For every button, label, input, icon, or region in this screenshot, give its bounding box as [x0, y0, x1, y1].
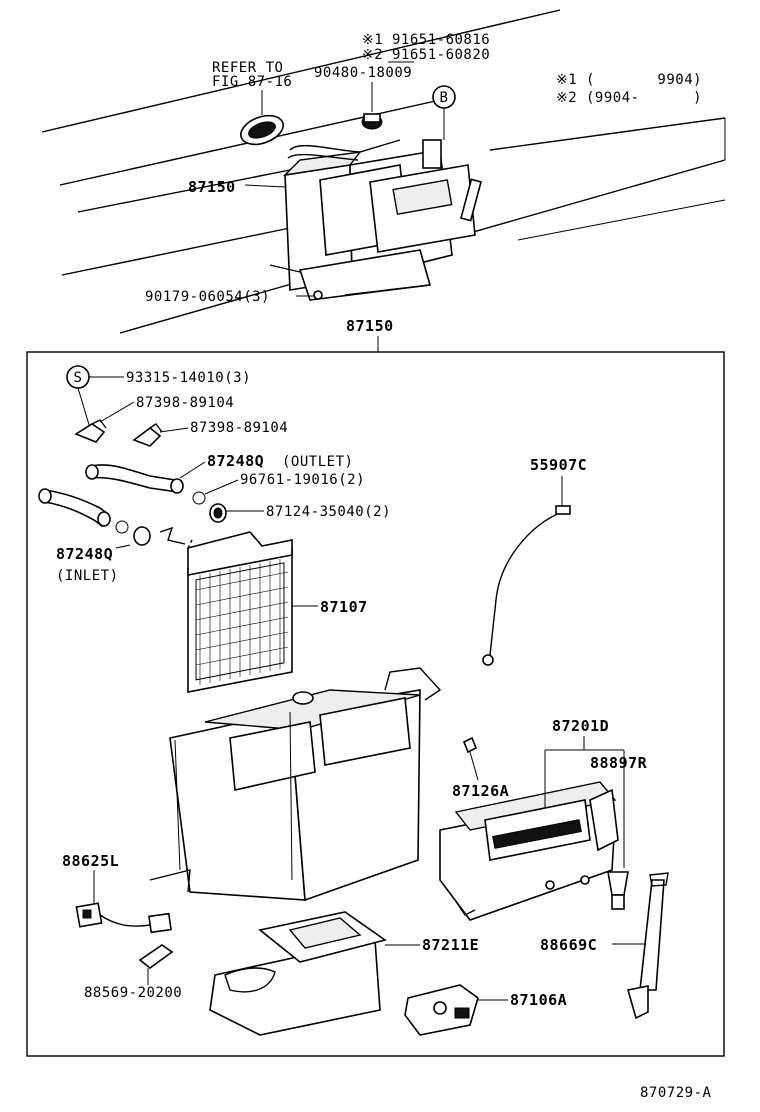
note2-part-number: 91651-60820	[392, 47, 490, 63]
refer-to-line1: REFER TO	[212, 60, 283, 76]
harness-clamp-part-number: 88569-20200	[84, 985, 182, 1001]
heater-case-icon	[149, 667, 442, 902]
clamp1-part-number: 87398-89104	[136, 395, 234, 411]
damper-part-number: 87201D	[552, 717, 609, 735]
servo-motor-icon	[404, 984, 508, 1036]
bolt-icon	[361, 82, 383, 130]
refer-to-line2: FIG 87-16	[212, 74, 292, 90]
bolt-part-number: 90480-18009	[314, 65, 412, 81]
legend1-mark: ※1	[556, 72, 577, 88]
clip-icon	[462, 736, 479, 781]
outlet-hose-part-number: 87248Q	[207, 452, 264, 470]
inlet-hose-icon	[38, 488, 193, 549]
legend2-mark: ※2	[556, 90, 577, 106]
joint-icon	[607, 871, 629, 910]
sensor-part-number: 88625L	[62, 852, 119, 870]
note1-mark: ※1	[362, 32, 383, 48]
grommet-icon	[240, 90, 284, 146]
oring-part-number: 96761-19016(2)	[240, 472, 365, 488]
control-cable-icon	[482, 476, 571, 666]
hose-clamp-icon	[209, 503, 264, 523]
drain-hose-icon	[612, 872, 669, 1020]
inlet-hose-part-number: 87248Q	[56, 545, 113, 563]
heater-unit-installed	[244, 139, 482, 301]
lower-case-icon	[209, 911, 420, 1036]
unit-part-number: 87150	[188, 178, 236, 196]
joint-part-number: 88897R	[590, 754, 648, 772]
lower-case-part-number: 87211E	[422, 936, 479, 954]
clamp3-part-number: 87124-35040(2)	[266, 504, 391, 520]
damper-housing-icon	[439, 749, 625, 921]
servo-part-number: 87106A	[510, 991, 567, 1009]
cable-part-number: 55907C	[530, 456, 587, 474]
legend1-text: ( 9904)	[586, 72, 702, 88]
drain-part-number: 88669C	[540, 936, 597, 954]
clamp-icon	[132, 423, 189, 447]
core-part-number: 87107	[320, 598, 368, 616]
circle-b-marker: B	[432, 85, 456, 140]
note2-mark: ※2	[362, 47, 383, 63]
heater-core-icon	[187, 531, 318, 693]
sensor-icon	[75, 870, 172, 934]
screw-part-number: 90179-06054(3)	[145, 289, 270, 305]
harness-clamp-icon	[138, 944, 174, 985]
outlet-hose-note: (OUTLET)	[282, 454, 353, 470]
clip-part-number: 87126A	[452, 782, 509, 800]
figure-code: 870729-A	[640, 1085, 712, 1101]
clamp2-part-number: 87398-89104	[190, 420, 288, 436]
legend2-text: (9904- )	[586, 90, 702, 106]
assembly-box	[26, 351, 725, 1057]
circle-b-label: B	[440, 90, 449, 106]
clamp-icon	[74, 401, 135, 443]
note1-part-number: 91651-60816	[392, 32, 490, 48]
outlet-hose-icon	[85, 461, 239, 505]
screw-s-mark: S	[74, 370, 83, 386]
screw-s-icon: S	[66, 365, 124, 429]
screw-s-part-number: 93315-14010(3)	[126, 370, 251, 386]
inlet-hose-note: (INLET)	[56, 568, 119, 584]
assembly-title: 87150	[346, 317, 394, 335]
